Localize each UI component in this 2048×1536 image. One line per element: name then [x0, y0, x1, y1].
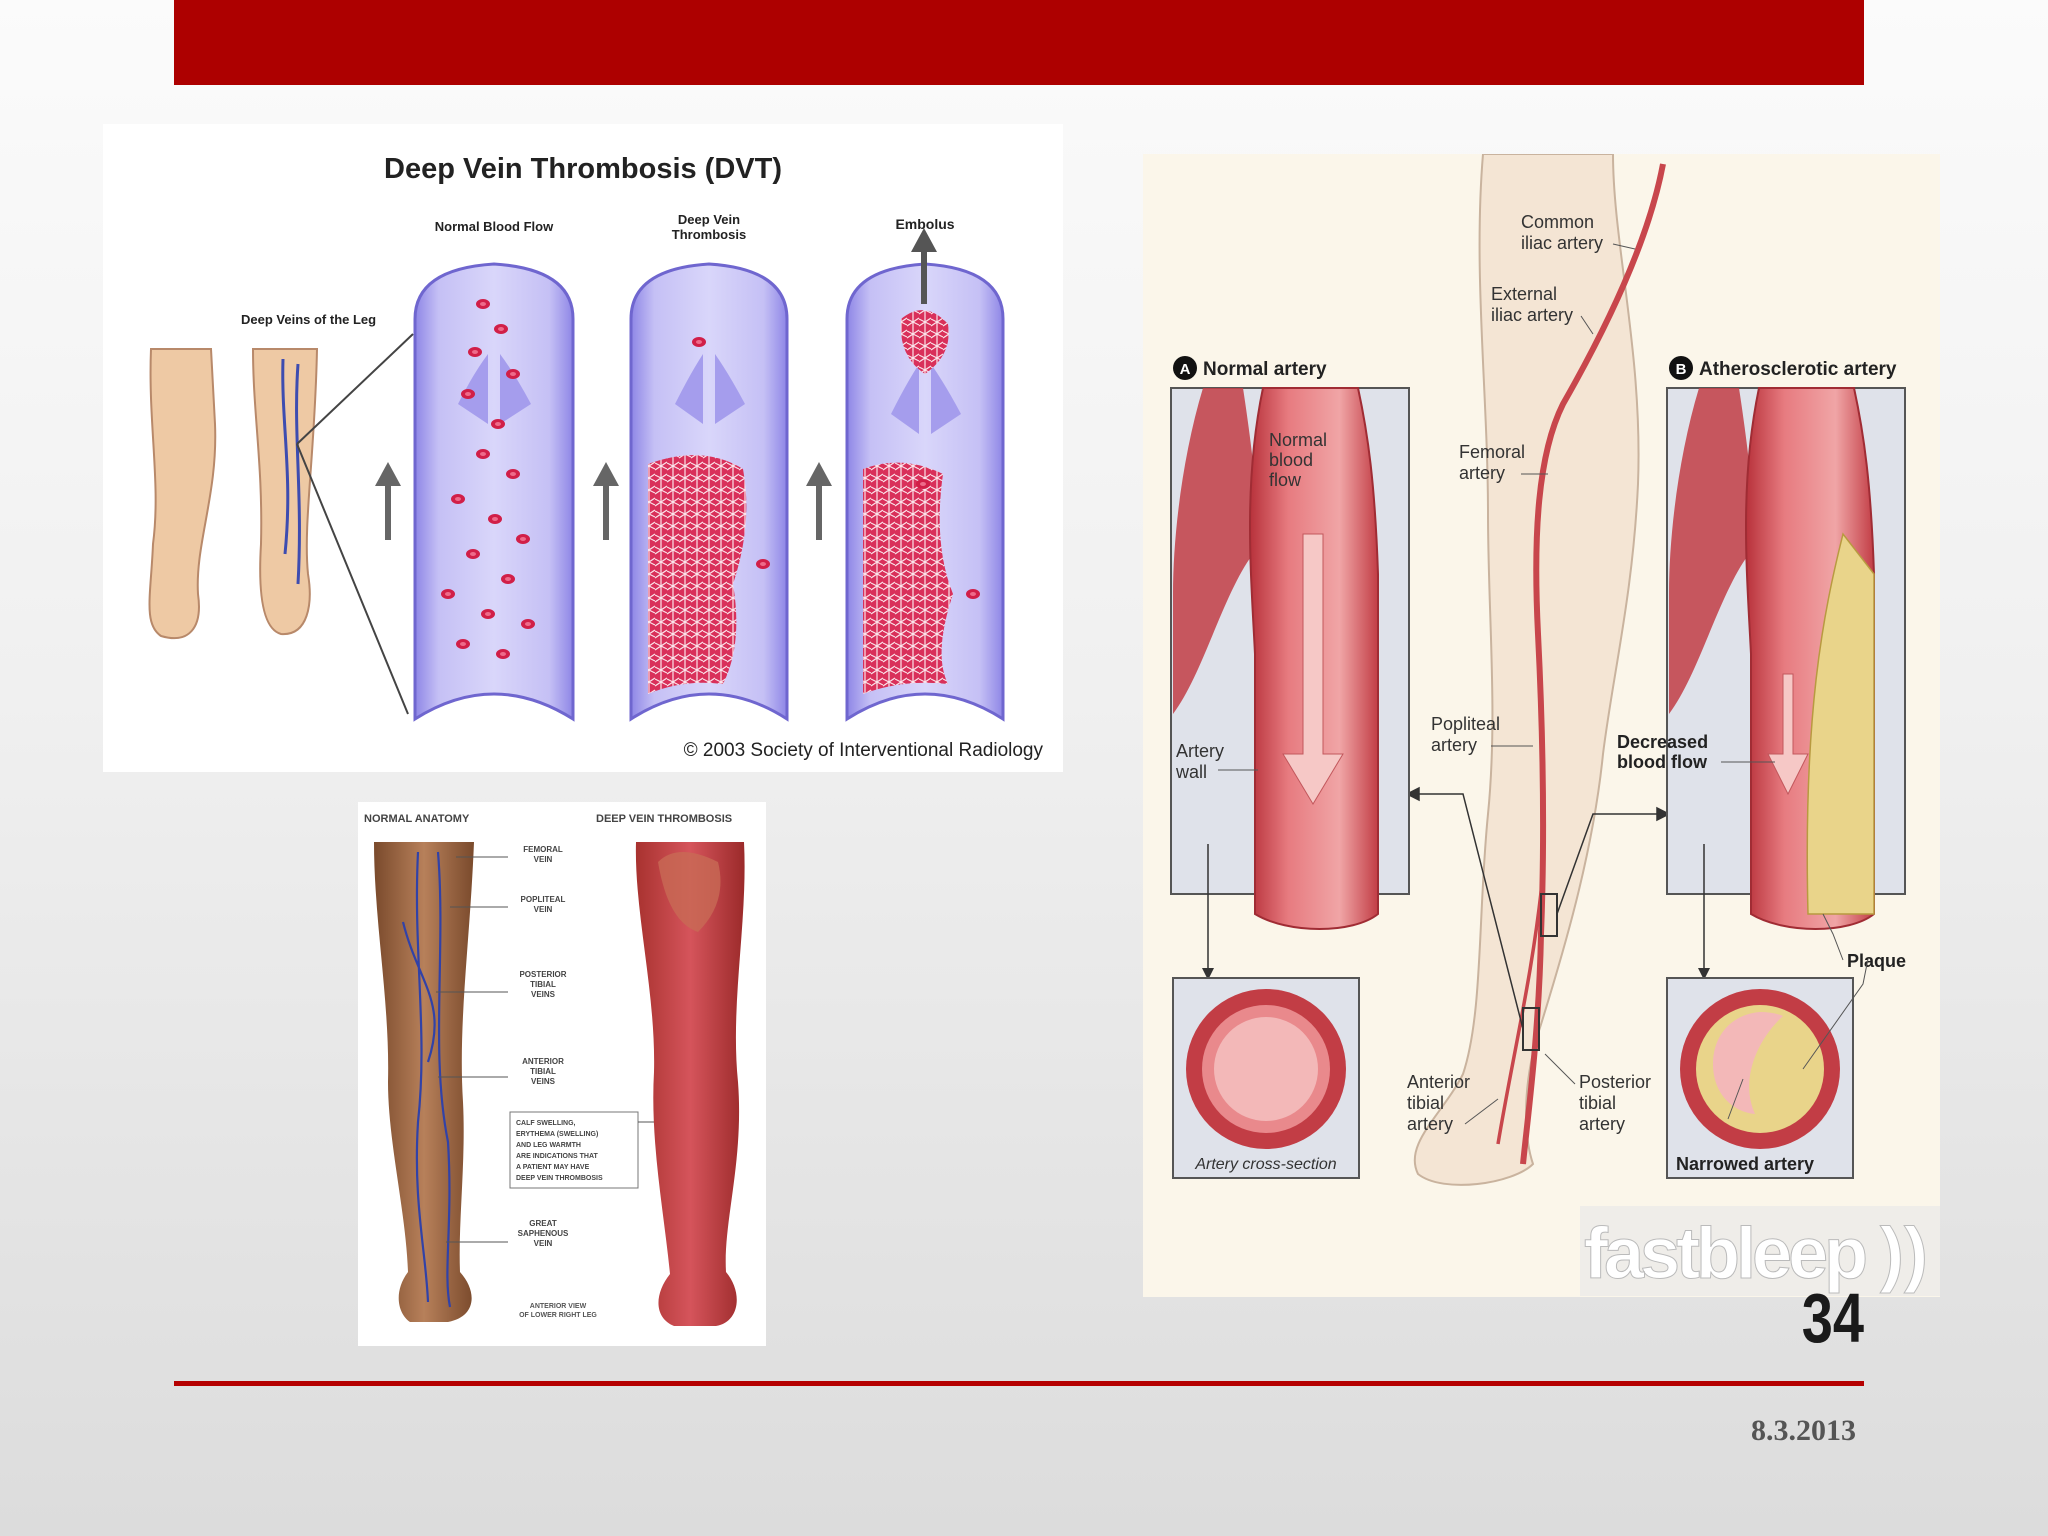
info-line-6: DEEP VEIN THROMBOSIS	[516, 1175, 603, 1182]
label-popliteal-2: VEIN	[534, 905, 553, 914]
artery-diagram-panel: Common iliac artery External iliac arter…	[1143, 154, 1940, 1297]
info-line-1: CALF SWELLING,	[516, 1120, 576, 1127]
label-saphenous-1: GREAT	[529, 1219, 557, 1228]
posterior-tibial-2: tibial	[1579, 1093, 1616, 1113]
badge-a	[1173, 356, 1197, 380]
plaque-label: Plaque	[1847, 951, 1906, 971]
tube-thrombosis	[629, 262, 789, 722]
athero-labels: Decreased blood flow Plaque	[1617, 732, 1906, 971]
info-line-3: AND LEG WARMTH	[516, 1142, 581, 1149]
leg-silhouette	[1413, 154, 1640, 1186]
label-anterior-2: TIBIAL	[530, 1067, 556, 1076]
popliteal-1: Popliteal	[1431, 714, 1500, 734]
tube-embolus	[845, 228, 1005, 722]
tube-normal	[413, 262, 575, 722]
label-posterior-3: VEINS	[531, 990, 556, 999]
zoom-box-upper	[1540, 893, 1558, 937]
femoral-1: Femoral	[1459, 442, 1525, 462]
normal-anatomy-heading: NORMAL ANATOMY	[364, 813, 470, 825]
common-iliac-2: iliac artery	[1521, 233, 1603, 253]
artery-wall-1: Artery	[1176, 741, 1224, 761]
fastbleep-logo: fastbleep ))	[1580, 1206, 1940, 1296]
label-femoral-2: VEIN	[534, 855, 553, 864]
normal-flow-3: flow	[1269, 470, 1302, 490]
fastbleep-logo-graphic: fastbleep ))	[1580, 1206, 1940, 1296]
col-normal-label: Normal Blood Flow	[435, 219, 554, 234]
dvt-copyright: © 2003 Society of Interventional Radiolo…	[684, 740, 1044, 761]
logo-mark: ))	[1880, 1214, 1928, 1294]
label-popliteal-1: POPLITEAL	[521, 895, 566, 904]
femoral-2: artery	[1459, 463, 1505, 483]
anterior-tibial-3: artery	[1407, 1114, 1453, 1134]
leg-artery-labels: Common iliac artery External iliac arter…	[1407, 212, 1651, 1134]
info-line-4: ARE INDICATIONS THAT	[516, 1153, 599, 1160]
info-line-2: ERYTHEMA (SWELLING)	[516, 1131, 598, 1138]
label-posterior-1: POSTERIOR	[519, 970, 566, 979]
anterior-tibial-2: tibial	[1407, 1093, 1444, 1113]
bottom-accent-rule	[174, 1381, 1864, 1386]
col-dvt-label-1: Deep Vein	[678, 212, 740, 227]
common-iliac-1: Common	[1521, 212, 1594, 232]
plaque-deposit	[1806, 532, 1875, 915]
dvt-info-text: CALF SWELLING, ERYTHEMA (SWELLING) AND L…	[516, 1120, 603, 1182]
artery-diagram: Common iliac artery External iliac arter…	[1170, 154, 1906, 1186]
label-saphenous-2: SAPHENOUS	[518, 1229, 569, 1238]
dvt-info-box	[509, 1111, 639, 1189]
normal-artery-title: Normal artery	[1203, 359, 1327, 380]
slide-date: 8.3.2013	[1751, 1414, 1856, 1447]
femoral-artery-line	[1520, 163, 1666, 1165]
anatomy-footer: ANTERIOR VIEW OF LOWER RIGHT LEG	[519, 1303, 597, 1319]
popliteal-2: artery	[1431, 735, 1477, 755]
posterior-tibial-3: artery	[1579, 1114, 1625, 1134]
footer-line-2: OF LOWER RIGHT LEG	[519, 1312, 597, 1319]
col-dvt-label-2: Thrombosis	[672, 227, 746, 242]
anatomy-labels: FEMORAL VEIN POPLITEAL VEIN POSTERIOR TI…	[518, 845, 569, 1248]
slide-number: 34	[1801, 1279, 1864, 1357]
cross-section-label: Artery cross-section	[1194, 1156, 1336, 1173]
footer-line-1: ANTERIOR VIEW	[530, 1303, 587, 1310]
label-anterior-1: ANTERIOR	[522, 1057, 564, 1066]
dvt-diagram: Deep Vein Thrombosis (DVT) Normal Blood …	[148, 153, 1044, 761]
label-posterior-2: TIBIAL	[530, 980, 556, 989]
normal-leg-illustration	[374, 842, 474, 1322]
badge-b	[1669, 356, 1693, 380]
external-iliac-1: External	[1491, 284, 1557, 304]
dvt-anatomy-heading: DEEP VEIN THROMBOSIS	[596, 813, 732, 825]
label-anterior-3: VEINS	[531, 1077, 556, 1086]
badge-a-letter: A	[1180, 361, 1191, 378]
athero-artery-title: Atherosclerotic artery	[1699, 359, 1897, 380]
col-embolus-label: Embolus	[895, 216, 954, 232]
narrowed-artery-label: Narrowed artery	[1676, 1154, 1814, 1174]
posterior-tibial-1: Posterior	[1579, 1072, 1651, 1092]
legs-illustration	[148, 333, 414, 715]
dvt-leg-illustration	[635, 842, 745, 1326]
label-femoral-1: FEMORAL	[523, 845, 563, 854]
top-accent-bar	[174, 0, 1864, 85]
normal-artery-labels: Normal blood flow Artery wall	[1175, 430, 1327, 782]
logo-wordmark: fastbleep	[1584, 1214, 1866, 1294]
flow-arrows	[375, 462, 832, 540]
external-iliac-2: iliac artery	[1491, 305, 1573, 325]
anatomy-diagram: NORMAL ANATOMY DEEP VEIN THROMBOSIS FEMO…	[364, 813, 745, 1326]
normal-flow-1: Normal	[1269, 430, 1327, 450]
decreased-flow-1: Decreased	[1617, 732, 1708, 752]
anterior-tibial-1: Anterior	[1407, 1072, 1470, 1092]
anatomy-comparison-panel: NORMAL ANATOMY DEEP VEIN THROMBOSIS FEMO…	[358, 802, 766, 1346]
dvt-title: Deep Vein Thrombosis (DVT)	[384, 153, 782, 185]
badge-b-letter: B	[1676, 361, 1687, 378]
legs-label: Deep Veins of the Leg	[241, 312, 376, 327]
normal-flow-2: blood	[1269, 450, 1313, 470]
artery-wall-2: wall	[1175, 762, 1207, 782]
dvt-diagram-panel: Deep Vein Thrombosis (DVT) Normal Blood …	[103, 124, 1063, 772]
label-saphenous-3: VEIN	[534, 1239, 553, 1248]
info-line-5: A PATIENT MAY HAVE	[516, 1164, 590, 1171]
decreased-flow-2: blood flow	[1617, 752, 1708, 772]
